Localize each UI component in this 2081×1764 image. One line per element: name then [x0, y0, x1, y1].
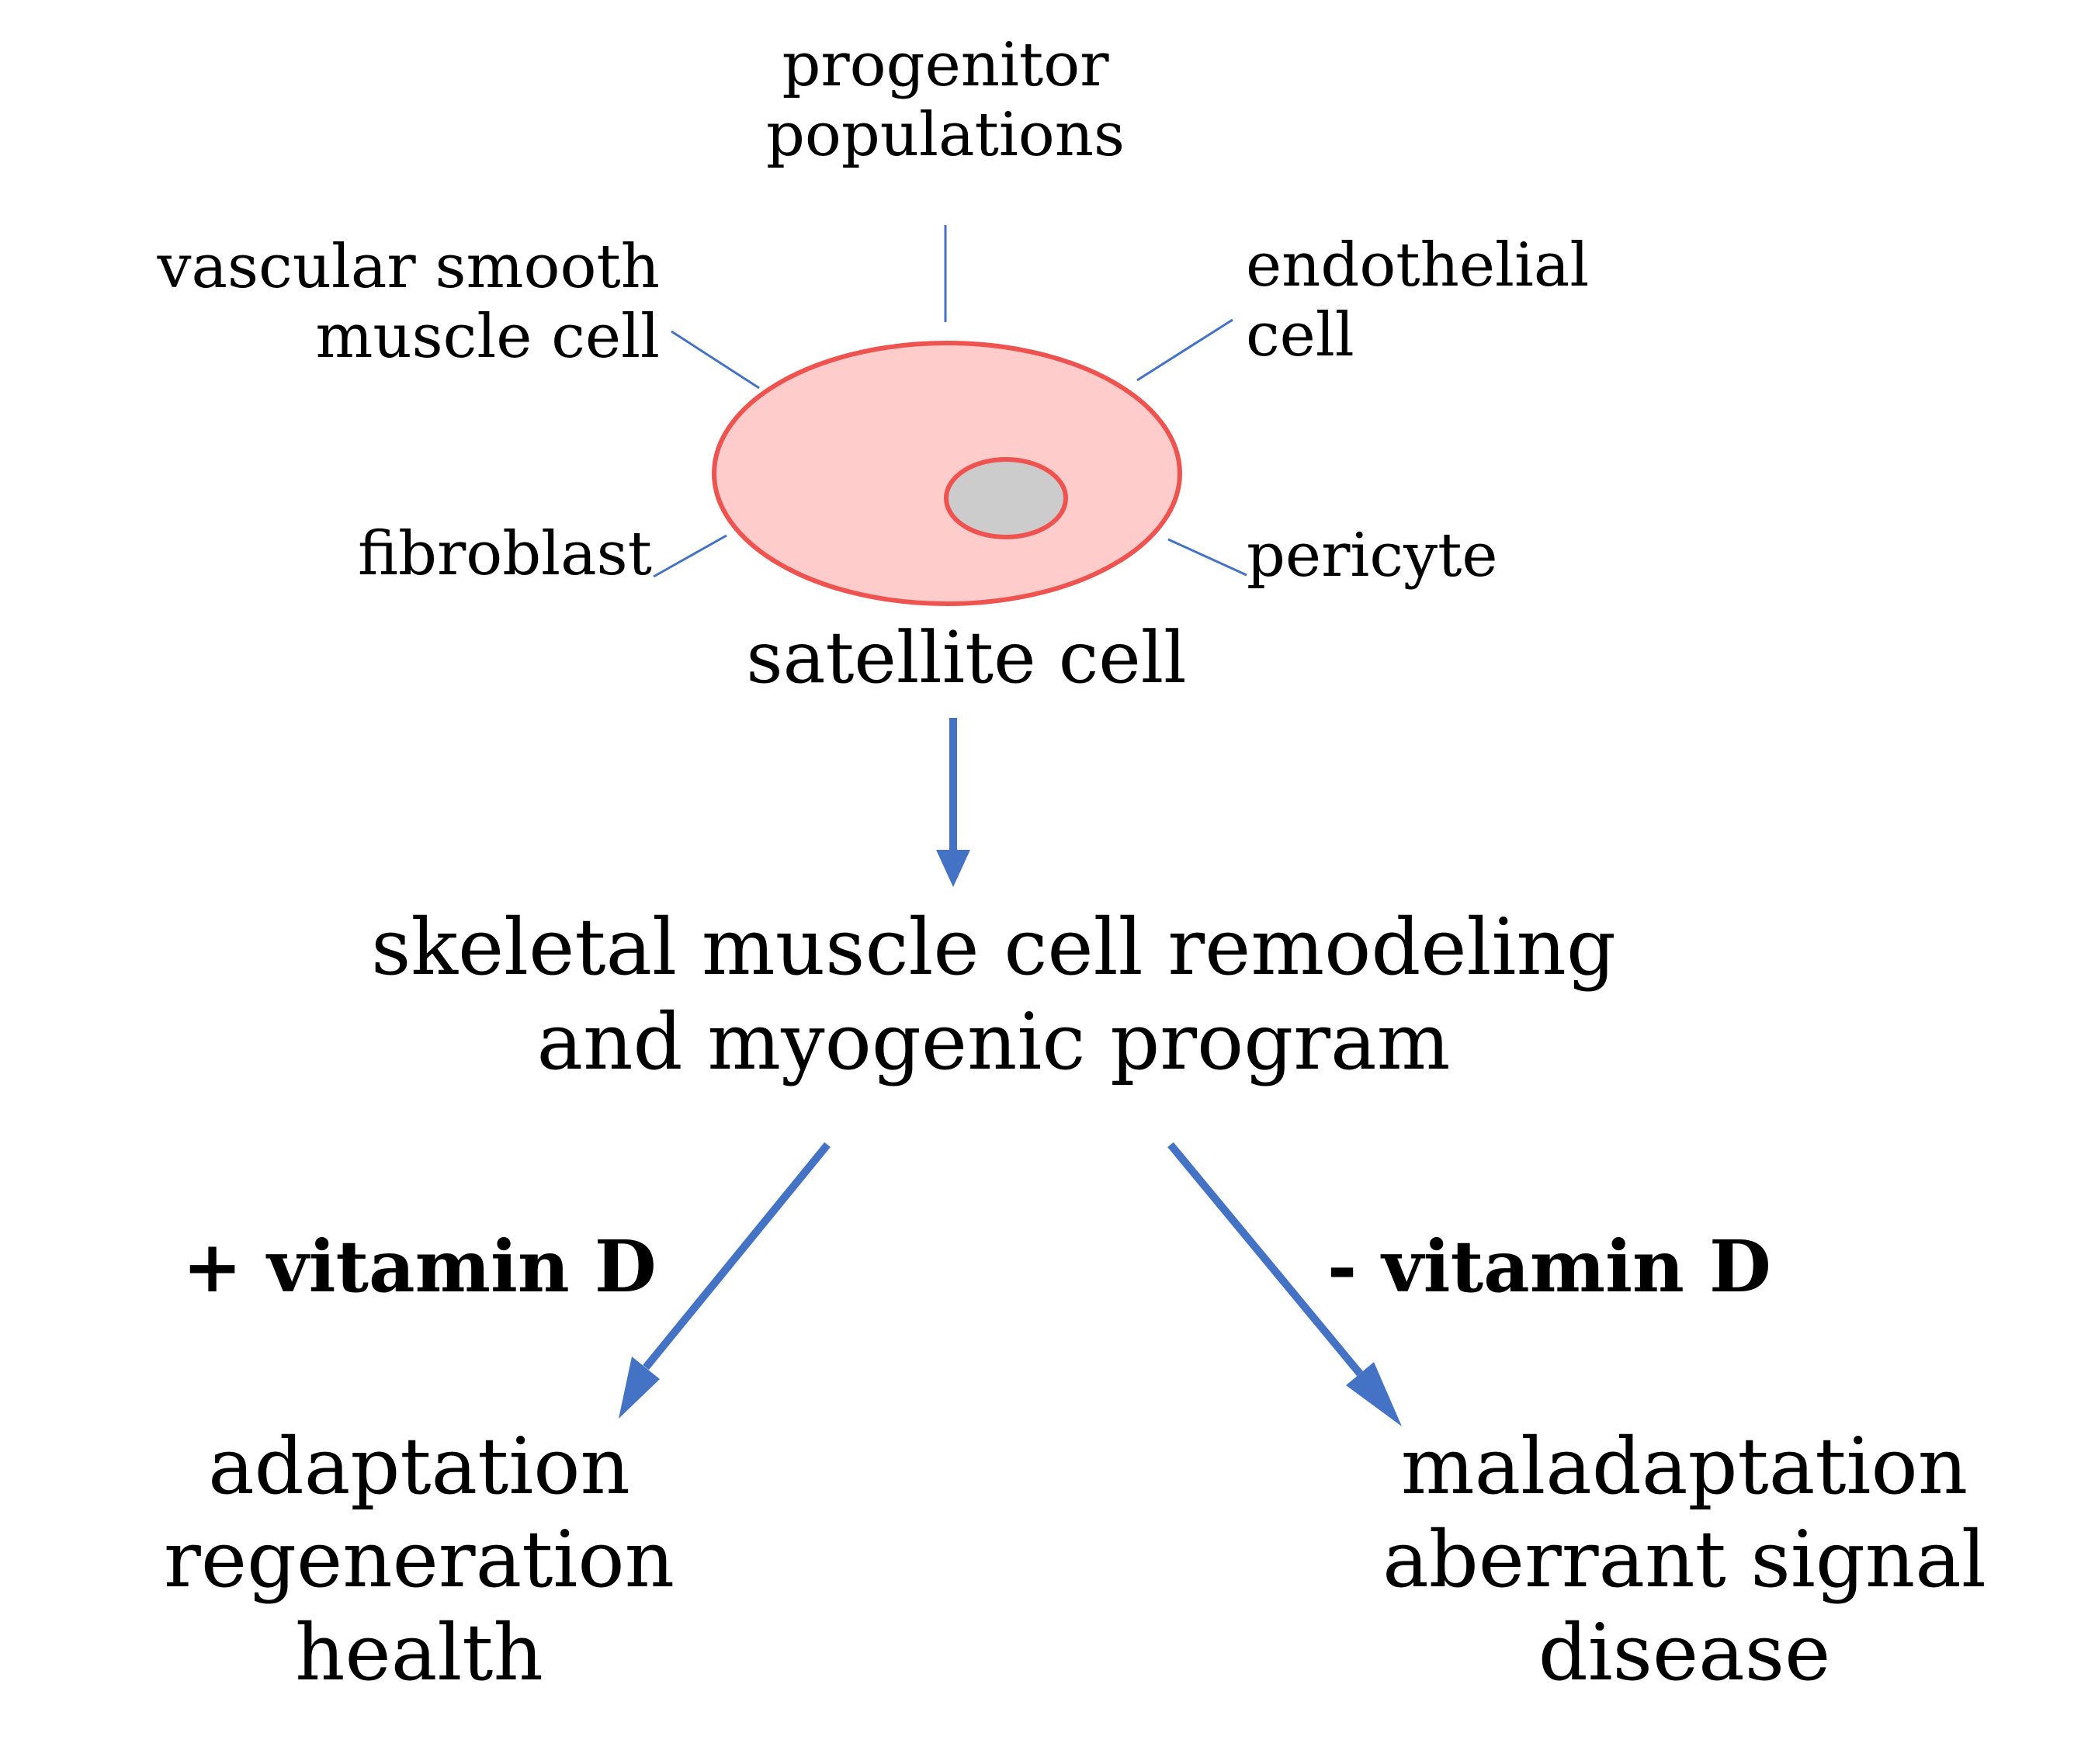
label-line: fibroblast: [358, 519, 652, 589]
arrow-negative: [1167, 1142, 1402, 1426]
label-line: muscle cell: [315, 301, 660, 372]
label-plus-vitamin-d: + vitamin D: [182, 1225, 726, 1308]
label-line: pericyte: [1247, 521, 1498, 591]
label-line: satellite cell: [746, 616, 1187, 699]
label-remodeling: skeletal muscle cell remodeling and myog…: [256, 900, 1731, 1090]
outcome-health: health: [295, 1607, 543, 1698]
label-line: skeletal muscle cell remodeling: [371, 902, 1616, 993]
outcome-aberrant-signal: aberrant signal: [1382, 1514, 1986, 1605]
connector-endothelial: [1136, 318, 1233, 382]
label-line: and myogenic program: [536, 996, 1451, 1087]
label-line: vascular smooth: [157, 232, 660, 302]
label-line: - vitamin D: [1327, 1225, 1771, 1308]
label-line: populations: [765, 99, 1125, 170]
connector-pericyte: [1167, 538, 1247, 577]
label-fibroblast: fibroblast: [233, 519, 652, 590]
label-endothelial-cell: endothelial cell: [1246, 230, 1712, 370]
label-positive-outcomes: adaptation regeneration health: [140, 1420, 699, 1700]
connector-vascular: [671, 330, 760, 390]
arrow-down: [936, 718, 970, 887]
label-progenitor-populations: progenitor populations: [713, 30, 1178, 170]
label-negative-outcomes: maladaptation aberrant signal disease: [1351, 1420, 2018, 1700]
label-line: progenitor: [782, 30, 1109, 100]
satellite-cell-nucleus: [944, 457, 1068, 539]
outcome-disease: disease: [1538, 1607, 1831, 1698]
outcome-maladaptation: maladaptation: [1400, 1421, 1968, 1512]
label-line: cell: [1246, 300, 1354, 370]
label-pericyte: pericyte: [1247, 521, 1635, 591]
label-line: + vitamin D: [182, 1225, 657, 1308]
label-satellite-cell: satellite cell: [652, 617, 1281, 699]
arrow-positive: [619, 1142, 831, 1419]
label-line: endothelial: [1246, 230, 1590, 300]
label-minus-vitamin-d: - vitamin D: [1327, 1225, 1871, 1308]
satellite-cell-body: [712, 341, 1182, 606]
outcome-adaptation: adaptation: [208, 1421, 630, 1512]
connector-fibroblast: [653, 534, 727, 578]
outcome-regeneration: regeneration: [164, 1514, 675, 1605]
label-vascular-smooth-muscle-cell: vascular smooth muscle cell: [47, 232, 660, 372]
